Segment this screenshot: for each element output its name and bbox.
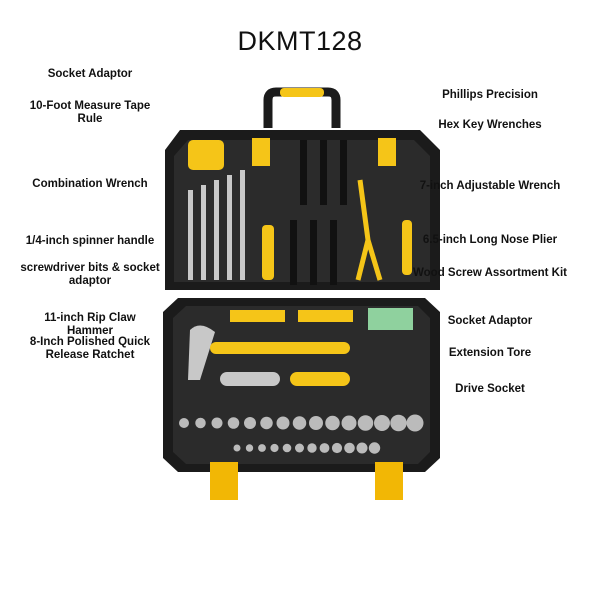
socket: [244, 417, 256, 429]
socket: [195, 417, 206, 429]
socket: [292, 416, 307, 430]
socket: [357, 415, 374, 431]
bit-set-1: [230, 310, 285, 322]
socket: [309, 416, 323, 430]
socket: [374, 415, 390, 431]
socket: [341, 415, 357, 431]
hammer: [188, 325, 215, 380]
hex-key-holder-right: [378, 138, 396, 166]
label-hex-key-wrenches: Hex Key Wrenches: [438, 119, 542, 131]
precision-screwdrivers: [290, 140, 347, 285]
latch-right: [375, 462, 403, 500]
label-wood-screw-kit: Wood Screw Assortment Kit: [413, 267, 567, 279]
case-handle: [263, 87, 341, 128]
socket: [179, 418, 189, 428]
socket: [319, 443, 330, 453]
label-phillips-precision: Phillips Precision: [442, 89, 538, 101]
socket: [270, 443, 279, 453]
latch-left: [210, 462, 238, 500]
socket: [233, 444, 241, 452]
socket: [356, 442, 368, 454]
tape-measure: [188, 140, 224, 170]
ratchet-handle: [290, 372, 350, 386]
label-spinner-handle: 1/4-inch spinner handle: [25, 235, 155, 247]
label-socket-adaptor-right: Socket Adaptor: [447, 315, 533, 327]
hammer-handle: [210, 342, 350, 354]
socket: [368, 442, 381, 454]
label-adjustable-wrench: 7-inch Adjustable Wrench: [419, 180, 561, 192]
drive-sockets: [179, 414, 424, 454]
product-title: DKMT128: [237, 26, 363, 56]
spinner-handle: [262, 225, 274, 280]
socket: [245, 444, 254, 452]
socket: [227, 417, 240, 429]
socket: [211, 417, 223, 429]
hex-key-holder-left: [252, 138, 270, 166]
long-nose-plier: [355, 179, 383, 281]
label-tape-rule: 10-Foot Measure Tape Rule: [29, 100, 151, 125]
label-drive-socket: Drive Socket: [455, 383, 525, 395]
label-claw-hammer: 11-inch Rip Claw Hammer: [44, 312, 136, 337]
label-ratchet: 8-Inch Polished Quick Release Ratchet: [29, 336, 151, 361]
socket: [276, 416, 290, 430]
label-screwdriver-bits: screwdriver bits & socket adaptor: [20, 262, 160, 287]
socket: [406, 414, 424, 432]
adjustable-wrench: [402, 220, 412, 275]
ratchet: [220, 372, 280, 386]
socket: [282, 443, 292, 453]
handle-grip: [280, 88, 324, 97]
socket: [331, 442, 343, 454]
bit-set-2: [298, 310, 353, 322]
socket: [325, 415, 340, 431]
socket: [344, 442, 355, 454]
label-socket-adaptor-left: Socket Adaptor: [47, 68, 133, 80]
socket: [307, 443, 317, 453]
socket: [260, 416, 273, 430]
label-combination-wrench: Combination Wrench: [32, 178, 148, 190]
socket: [390, 414, 407, 432]
wood-screw-kit: [368, 308, 413, 330]
socket: [295, 443, 304, 453]
label-long-nose-plier: 6.5-inch Long Nose Plier: [422, 234, 558, 246]
socket: [258, 444, 266, 452]
label-extension: Extension Tore: [448, 347, 532, 359]
combination-wrenches: [188, 170, 245, 280]
